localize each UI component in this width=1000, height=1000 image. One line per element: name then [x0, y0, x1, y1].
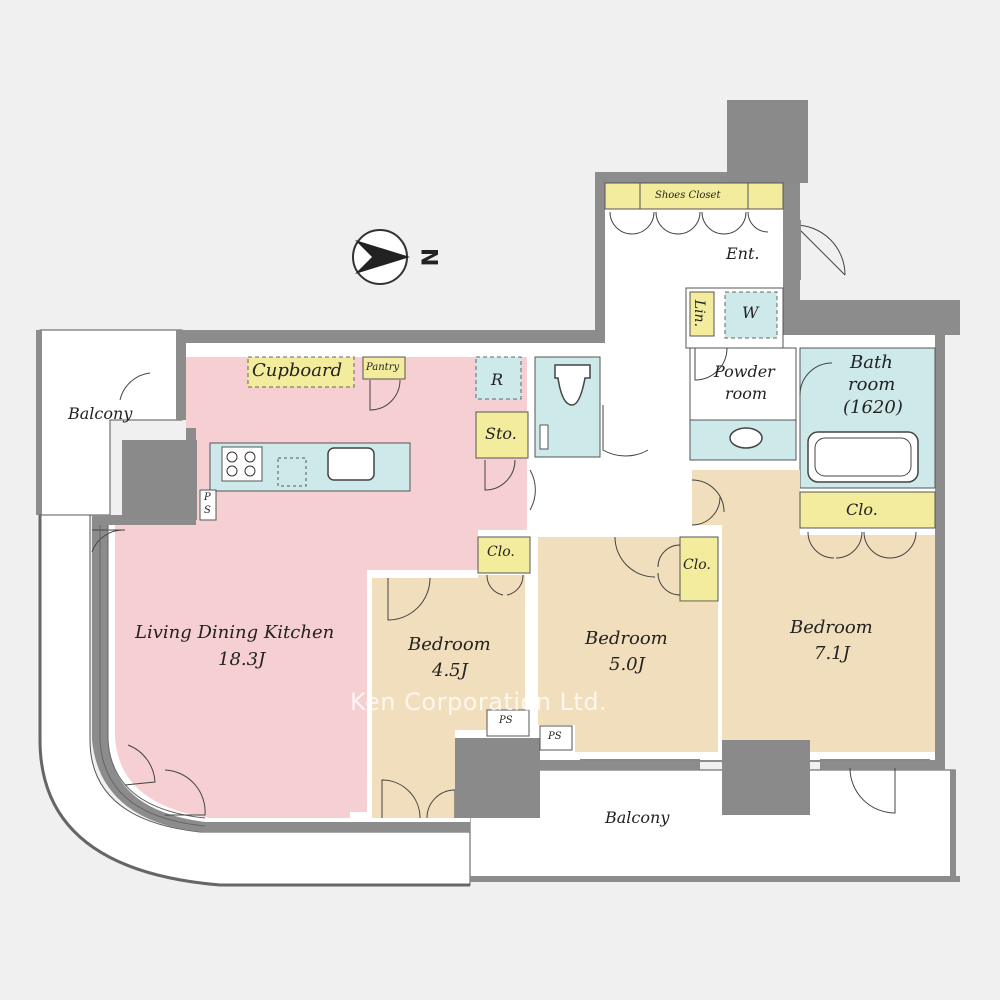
- bedroom-2-floor: [538, 537, 718, 752]
- fridge-space: [475, 356, 522, 400]
- watermark: Ken Corporation Ltd.: [350, 688, 608, 716]
- kitchen-sink: [327, 447, 375, 481]
- bedroom-2-closet: [679, 536, 719, 602]
- powder-label-line1: Powder: [714, 362, 775, 381]
- ldk-size: 18.3J: [218, 649, 266, 670]
- pillar-bottom-right: [722, 740, 810, 815]
- bedroom-2-name: Bedroom: [585, 628, 668, 649]
- bedroom-3-closet-label: Clo.: [846, 500, 878, 519]
- compass-north-label: N: [415, 247, 441, 267]
- balcony-bottom-area: [469, 769, 956, 881]
- pillar-bottom-left: [455, 738, 540, 818]
- shoes-closet: [604, 182, 784, 210]
- shoes-closet-label: Shoes Closet: [655, 190, 721, 201]
- ps-box-1: [486, 709, 530, 737]
- balcony-left-label: Balcony: [68, 404, 133, 423]
- bedroom-1-size: 4.5J: [432, 660, 468, 681]
- bedroom-3-floor: [692, 470, 935, 752]
- storage: [475, 411, 529, 459]
- bedroom-1-closet: [477, 536, 531, 574]
- cupboard-label: Cupboard: [252, 360, 343, 381]
- bedroom-1-floor: [372, 575, 525, 818]
- washer-space: [724, 291, 778, 339]
- pillar-left: [122, 440, 197, 520]
- bath-label-line1: Bath: [850, 352, 893, 373]
- entrance-label: Ent.: [726, 244, 760, 263]
- ps-vertical-p: P: [204, 492, 211, 503]
- powder-label-line2: room: [725, 384, 768, 403]
- ps-label-2: PS: [548, 731, 562, 742]
- bedroom-1-closet-label: Clo.: [487, 544, 515, 560]
- balcony-bottom-label: Balcony: [605, 808, 670, 827]
- bedroom-3-closet: [799, 491, 936, 529]
- ps-box-2: [539, 725, 573, 751]
- pantry-label: Pantry: [366, 362, 400, 373]
- compass: [352, 229, 410, 285]
- bedroom-2-closet-label: Clo.: [683, 557, 711, 573]
- ps-label-1: PS: [499, 715, 513, 726]
- ldk-name: Living Dining Kitchen: [135, 622, 335, 643]
- pantry: [362, 356, 406, 380]
- pillar-top-right: [727, 100, 808, 183]
- washer-label: W: [742, 303, 759, 322]
- ps-vertical-s: S: [204, 505, 211, 516]
- linen-closet: [689, 291, 715, 337]
- cupboard: [247, 356, 355, 388]
- bath-label-line3: (1620): [843, 397, 903, 418]
- bathtub: [807, 431, 919, 483]
- bedroom-3-size: 7.1J: [814, 643, 850, 664]
- storage-label: Sto.: [485, 424, 517, 443]
- bath-label-line2: room: [848, 374, 896, 395]
- fridge-label: R: [491, 370, 504, 389]
- bedroom-3-name: Bedroom: [790, 617, 873, 638]
- bedroom-2-size: 5.0J: [609, 654, 645, 675]
- linen-label: Lin.: [691, 299, 708, 328]
- washbasin: [729, 427, 763, 449]
- bedroom-1-name: Bedroom: [408, 634, 491, 655]
